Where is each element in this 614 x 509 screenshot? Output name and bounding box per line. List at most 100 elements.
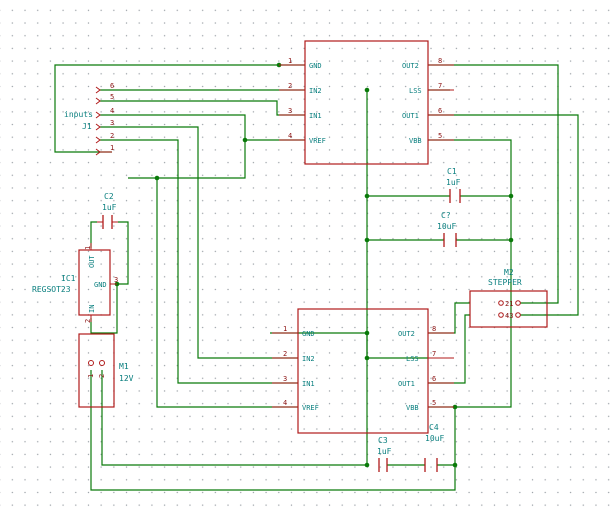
pin-number: 3 xyxy=(110,119,114,127)
wire-m1-pin2 xyxy=(101,370,367,466)
cap-ref: C4 xyxy=(429,423,439,432)
connector-j1[interactable]: 6 5 4 3 2 1 inputs J1 xyxy=(64,82,114,156)
junction-dot xyxy=(452,404,458,410)
wire-j1-pin4 xyxy=(100,114,246,140)
wire-vbb-top xyxy=(428,139,512,240)
pin-number: 4 xyxy=(288,132,292,140)
wire-gnd-left-rail xyxy=(54,64,279,153)
pin-number: 5 xyxy=(438,132,442,140)
power-m1[interactable]: 1 2 M1 12V xyxy=(78,333,134,408)
pin-number: 1 xyxy=(110,144,114,152)
pin-name: IN xyxy=(88,305,96,313)
pin-number: 1 xyxy=(84,246,92,250)
m1-ref: M1 xyxy=(119,362,129,371)
pin-number: 1 xyxy=(283,325,287,333)
wire-c2-left xyxy=(90,221,97,248)
m2-body xyxy=(469,290,548,328)
pin-number: 8 xyxy=(438,57,442,65)
pin-name: GND xyxy=(309,62,322,70)
pin-number: 6 xyxy=(438,107,442,115)
junction-dot xyxy=(364,237,370,243)
junction-dot xyxy=(364,193,370,199)
driver-top[interactable]: GND IN2 IN1 VREF 1 2 3 4 OUT2 LSS OUT1 V… xyxy=(279,40,454,165)
pin-number: 21 xyxy=(505,300,513,308)
wire-c2-right xyxy=(117,221,129,285)
stepper-m2[interactable]: 21 43 M2 STEPPER xyxy=(469,268,548,328)
capacitor-c-unannotated[interactable]: C? 10uF xyxy=(437,211,457,247)
capacitor-c4[interactable]: C4 10uF xyxy=(424,423,444,472)
m1-value: 12V xyxy=(119,374,134,383)
driver-bottom[interactable]: GND IN2 IN1 VREF 1 2 3 4 OUT2 LSS OUT1 V… xyxy=(272,308,454,434)
pin-name: IN1 xyxy=(309,112,322,120)
junction-dot xyxy=(364,355,370,361)
pin-number: 8 xyxy=(432,325,436,333)
pin-name: IN1 xyxy=(302,380,315,388)
cap-value: 1uF xyxy=(102,203,117,212)
junction-dot xyxy=(452,462,458,468)
pin-name: IN2 xyxy=(302,355,315,363)
pin-number: 6 xyxy=(110,82,114,90)
ic1-value: REGSOT23 xyxy=(32,285,71,294)
pin-number: 1 xyxy=(288,57,292,65)
junction-dot xyxy=(508,237,514,243)
pin-number: 2 xyxy=(288,82,292,90)
pin-name: OUT2 xyxy=(398,330,415,338)
ic1-ref: IC1 xyxy=(61,274,76,283)
pin-name: LSS xyxy=(409,87,422,95)
pin-name: OUT1 xyxy=(402,112,419,120)
cap-value: 1uF xyxy=(377,447,392,456)
wire-out2-top xyxy=(428,64,559,304)
pin-number: 4 xyxy=(283,399,287,407)
wire-j1-pin2 xyxy=(100,139,298,384)
wire-ic1-in xyxy=(90,284,118,334)
pin-name: OUT1 xyxy=(398,380,415,388)
cap-value: 10uF xyxy=(425,434,444,443)
pin-number: 2 xyxy=(283,350,287,358)
pin-number: 6 xyxy=(432,375,436,383)
pin-number: 7 xyxy=(432,350,436,358)
pin-number: 2 xyxy=(98,374,106,378)
wire-vref-link xyxy=(157,140,246,179)
junction-dot xyxy=(364,462,370,468)
pin-number: 2 xyxy=(110,132,114,140)
pin-number: 5 xyxy=(110,93,114,101)
driver-top-body xyxy=(304,40,429,165)
wire-j1-pin3 xyxy=(100,126,298,359)
cap-ref: C2 xyxy=(104,192,114,201)
cap-ref: C1 xyxy=(447,167,457,176)
pin-number: 1 xyxy=(87,374,95,378)
capacitor-c1[interactable]: C1 1uF xyxy=(446,167,461,203)
capacitor-c3[interactable]: C3 1uF xyxy=(377,436,392,472)
junction-dot xyxy=(364,330,370,336)
pin-number: 3 xyxy=(288,107,292,115)
wire-out1-top xyxy=(428,114,579,316)
pin-number: 2 xyxy=(84,319,92,323)
pin-name: VBB xyxy=(406,404,419,412)
pin-name: IN2 xyxy=(309,87,322,95)
wire-vref-bottom xyxy=(156,178,298,408)
pin-name: GND xyxy=(94,281,107,289)
junction-dot xyxy=(364,87,370,93)
capacitor-c2[interactable]: C2 1uF xyxy=(97,192,118,229)
wire-gnd-spine xyxy=(366,90,428,359)
wire-j1-pin5 xyxy=(100,100,305,116)
pin-number: 5 xyxy=(432,399,436,407)
driver-bottom-body xyxy=(297,308,429,434)
pin-number: 43 xyxy=(505,312,513,320)
pin-number: 3 xyxy=(283,375,287,383)
pin-name: VREF xyxy=(309,137,326,145)
wires xyxy=(54,64,579,491)
cap-ref: C? xyxy=(441,211,451,220)
pin-number: 7 xyxy=(438,82,442,90)
cap-value: 10uF xyxy=(437,222,456,231)
pin-number: 3 xyxy=(114,276,118,284)
m2-ref: M2 xyxy=(504,268,514,277)
junction-dot xyxy=(508,193,514,199)
pin-number: 4 xyxy=(110,107,114,115)
pin-name: VBB xyxy=(409,137,422,145)
cap-value: 1uF xyxy=(446,178,461,187)
connector-ref: J1 xyxy=(82,122,92,131)
regulator-ic1[interactable]: OUT GND IN 1 3 2 IC1 REGSOT23 xyxy=(32,243,118,323)
m2-value: STEPPER xyxy=(488,278,522,287)
